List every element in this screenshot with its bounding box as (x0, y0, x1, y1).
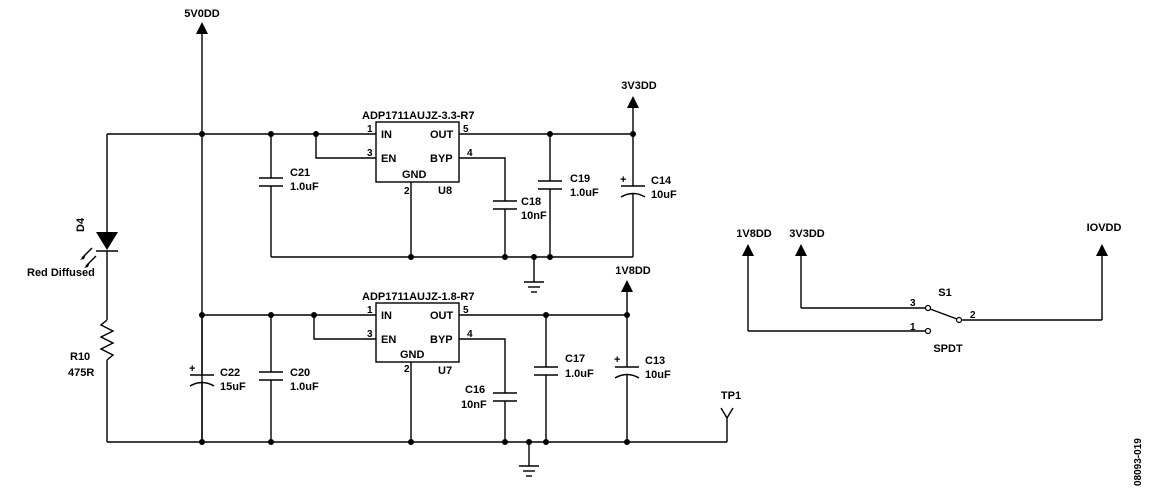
s1-pin2-number: 2 (970, 310, 976, 321)
u8-pin4-number: 4 (467, 148, 473, 159)
r10-ref: R10 (70, 351, 90, 363)
test-point-tp1: TP1 (720, 390, 741, 442)
u7-pin5-number: 5 (463, 305, 469, 316)
c19-value: 1.0uF (570, 187, 599, 199)
u7-ref: U7 (438, 365, 452, 377)
c21-ref: C21 (290, 167, 310, 179)
u8-pin-byp: BYP (430, 153, 453, 165)
capacitor-c19: C19 1.0uF (538, 134, 599, 257)
figure-id: 08093-019 (1133, 438, 1144, 486)
u7-pin-en: EN (381, 334, 396, 346)
u7-pin3-number: 3 (367, 329, 373, 340)
u8-pin-en: EN (381, 153, 396, 165)
c14-ref: C14 (651, 175, 672, 187)
c21-value: 1.0uF (290, 181, 319, 193)
ic-u8: ADP1711AUJZ-3.3-R7 IN EN GND OUT BYP 1 3… (362, 110, 475, 197)
label-1v8dd: 1V8DD (615, 265, 651, 277)
label-switch-1v8dd: 1V8DD (736, 228, 772, 240)
c14-value: 10uF (651, 189, 677, 201)
c17-value: 1.0uF (565, 368, 594, 380)
rail-1v8dd: 1V8DD (615, 265, 651, 315)
capacitor-c17: C17 1.0uF (534, 315, 594, 442)
s1-pin1-number: 1 (910, 322, 916, 333)
u8-pin-out: OUT (430, 129, 454, 141)
u8-part-number: ADP1711AUJZ-3.3-R7 (362, 110, 475, 122)
u7-pin1-number: 1 (367, 305, 373, 316)
u7-pin2-number: 2 (404, 364, 410, 375)
label-5v0dd: 5V0DD (184, 8, 220, 20)
u8-pin-gnd: GND (402, 169, 427, 181)
u7-pin-out: OUT (430, 310, 454, 322)
c18-value: 10nF (521, 210, 547, 222)
c13-value: 10uF (645, 369, 671, 381)
c13-polarity: + (614, 354, 620, 366)
capacitor-c13: + C13 10uF (614, 315, 671, 442)
u8-pin5-number: 5 (463, 124, 469, 135)
ground-symbol-top (524, 257, 544, 293)
capacitor-c18: C18 10nF (493, 196, 547, 257)
u7-pin4-number: 4 (467, 329, 473, 340)
ground-symbol-bottom (519, 442, 539, 477)
led-branch: D4 Red Diffused R10 475R (27, 134, 118, 442)
s1-ref: S1 (938, 287, 951, 299)
ic-u7: ADP1711AUJZ-1.8-R7 IN EN GND OUT BYP 1 3… (362, 291, 475, 377)
d4-value: Red Diffused (27, 267, 95, 279)
capacitor-c16: C16 10nF (461, 384, 517, 442)
r10-value: 475R (68, 367, 94, 379)
u8-pin1-number: 1 (367, 124, 373, 135)
r10-resistor-symbol (99, 319, 115, 361)
tp1-ref: TP1 (721, 390, 741, 402)
capacitor-c22: + C22 15uF (189, 315, 246, 442)
d4-diode-symbol (96, 232, 118, 250)
c22-value: 15uF (220, 381, 246, 393)
junction-dots (199, 131, 636, 445)
c16-value: 10nF (461, 399, 487, 411)
wire-u8-byp (459, 157, 506, 201)
capacitor-c21: C21 1.0uF (259, 134, 319, 257)
s1-pin3-number: 3 (910, 298, 916, 309)
label-switch-3v3dd: 3V3DD (789, 228, 825, 240)
c18-ref: C18 (521, 196, 541, 208)
u8-pin3-number: 3 (367, 148, 373, 159)
capacitor-c14: + C14 10uF (620, 134, 677, 257)
c19-ref: C19 (570, 173, 590, 185)
c16-ref: C16 (465, 384, 485, 396)
u7-pin-gnd: GND (400, 349, 425, 361)
wire-u7-en (313, 315, 376, 340)
c17-ref: C17 (565, 353, 585, 365)
c22-polarity: + (189, 363, 195, 375)
d4-ref: D4 (75, 217, 87, 232)
u8-pin-in: IN (381, 129, 392, 141)
c13-ref: C13 (645, 355, 665, 367)
rail-3v3dd: 3V3DD (621, 80, 657, 134)
capacitor-c20: C20 1.0uF (259, 315, 319, 442)
label-iovdd: IOVDD (1087, 222, 1122, 234)
wire-u7-byp (459, 338, 506, 393)
s1-type: SPDT (933, 343, 963, 355)
label-3v3dd: 3V3DD (621, 80, 657, 92)
c14-polarity: + (620, 174, 626, 186)
u8-ref: U8 (438, 185, 452, 197)
c20-ref: C20 (290, 367, 310, 379)
wire-u8-en (315, 134, 376, 159)
rail-5v0dd: 5V0DD (184, 8, 220, 442)
u8-pin2-number: 2 (404, 186, 410, 197)
switch-s1: 1V8DD 3V3DD IOVDD 3 1 2 S1 SPDT (736, 222, 1121, 355)
u7-pin-in: IN (381, 310, 392, 322)
u7-pin-byp: BYP (430, 334, 453, 346)
c22-ref: C22 (220, 367, 240, 379)
c20-value: 1.0uF (290, 381, 319, 393)
u7-part-number: ADP1711AUJZ-1.8-R7 (362, 291, 475, 303)
